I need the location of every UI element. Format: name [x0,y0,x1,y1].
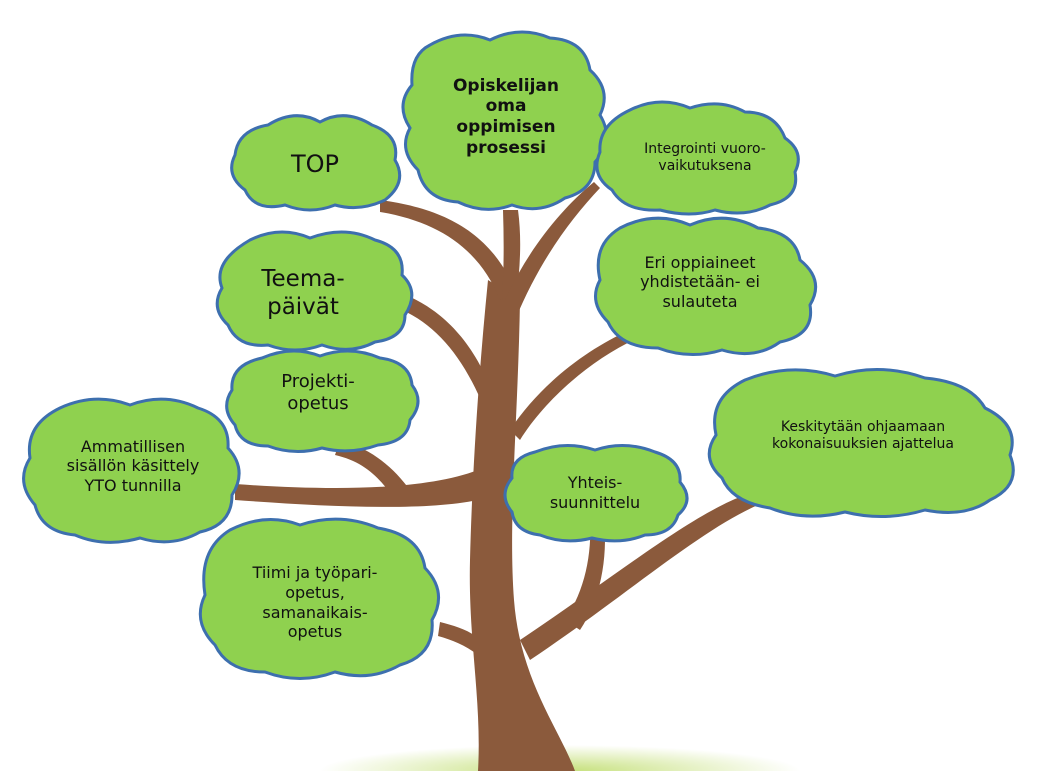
branch-eri [510,330,638,440]
cloud-eri-shape [594,216,818,357]
branch-projekti [335,440,410,500]
branch-ammatillisen [235,470,478,507]
cloud-opiskelijan-label: Opiskelijan oma oppimisen prosessi [452,75,559,158]
branch-top [380,200,515,300]
branch-tiimi [438,622,480,655]
branch-integrointi [505,182,600,320]
cloud-projekti-shape [225,349,420,453]
cloud-integrointi-label: Integrointi vuoro-vaikutuksena [644,140,766,174]
trunk-and-branches [235,182,758,771]
branch-teema [402,296,495,410]
cloud-teema-label: Teema-päivät [261,265,345,320]
cloud-integrointi-shape [595,100,800,216]
cloud-yhteis-shape [503,444,689,543]
cloud-projekti-label: Projekti-opetus [281,371,355,414]
cloud-ammatillisen-shape [22,397,241,544]
trunk [469,280,575,771]
cloud-keskitytaan-label: Keskitytään ohjaamaan kokonaisuuksien aj… [772,418,954,452]
cloud-top-shape [230,114,402,212]
cloud-yhteis-label: Yhteis-suunnittelu [549,473,641,512]
branch-center [502,210,521,300]
cloud-tiimi-shape [198,517,441,680]
cloud-opiskelijan-shape [401,30,608,211]
branch-yhteis [565,518,605,630]
cloud-top-label: TOP [290,150,340,179]
leaf-clouds [22,30,1015,680]
cloud-keskitytaan-shape [707,368,1015,518]
cloud-eri-label: Eri oppiaineet yhdistetään- ei sulauteta [640,252,760,311]
cloud-teema-shape [215,230,414,352]
cloud-tiimi-label: Tiimi ja työpari-opetus, samanaikais-ope… [252,563,378,642]
cloud-ammatillisen-label: Ammatillisen sisällön käsittely YTO tunn… [66,436,200,495]
